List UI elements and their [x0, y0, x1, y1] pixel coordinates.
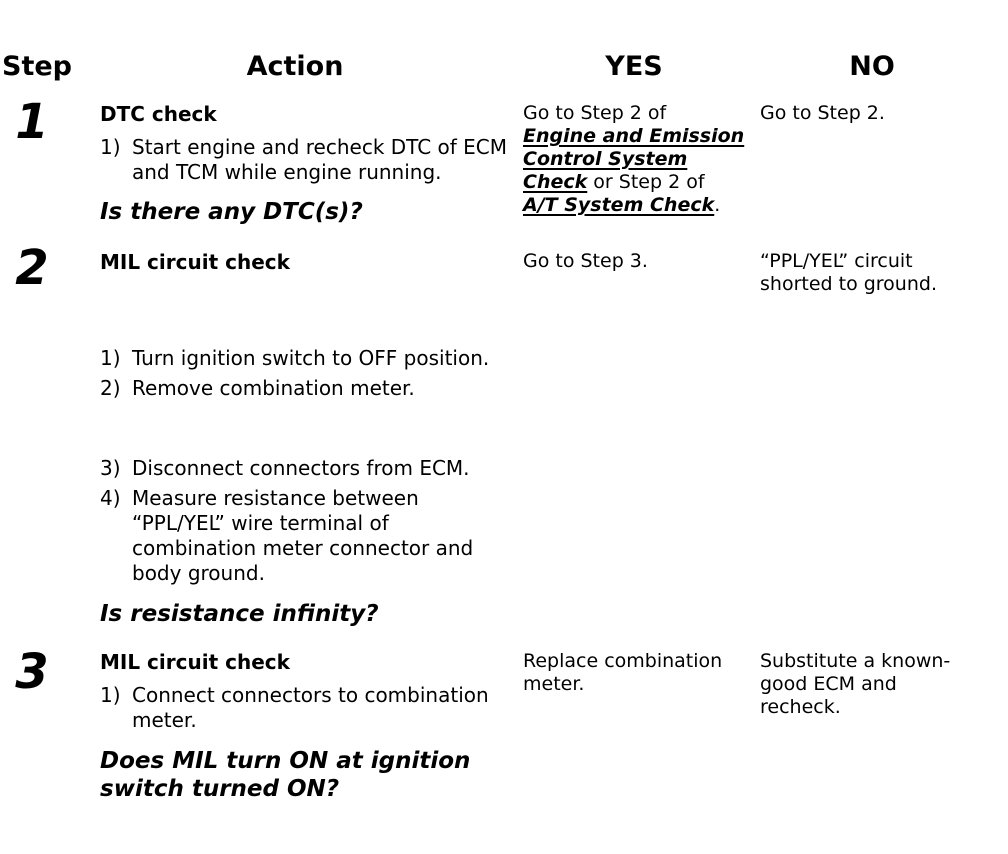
yes-cell-step3: Replace combination meter. — [523, 650, 748, 696]
list-item-line: Measure resistance between — [132, 486, 419, 510]
list-item-number: 2) — [100, 376, 121, 400]
action-title: MIL circuit check — [100, 250, 290, 274]
list-item: 1) Connect connectors to combination met… — [100, 683, 489, 733]
no-cell-step1: Go to Step 2. — [760, 102, 995, 125]
action-question: Is there any DTC(s)? — [100, 198, 363, 226]
link-at-system-check[interactable]: A/T System Check — [523, 194, 715, 216]
link-engine-and-emission-control-system-check[interactable]: Control System — [523, 148, 688, 170]
column-header-no: NO — [849, 51, 895, 82]
list-item: 4) Measure resistance between “PPL/YEL” … — [100, 486, 473, 586]
yes-text: Replace combination — [523, 650, 723, 672]
yes-cell-step2: Go to Step 3. — [523, 250, 748, 273]
list-item-line: and TCM while engine running. — [132, 160, 442, 184]
list-item-text: Start engine and recheck DTC of ECM and … — [132, 135, 507, 185]
no-cell-step3: Substitute a known- good ECM and recheck… — [760, 650, 995, 719]
question-line: Is there any DTC(s)? — [100, 199, 363, 225]
list-item-line: combination meter connector and — [132, 536, 474, 560]
link-engine-and-emission-control-system-check[interactable]: Engine and Emission — [523, 125, 745, 147]
list-item-text: Turn ignition switch to OFF position. — [132, 346, 489, 371]
yes-text: meter. — [523, 673, 585, 695]
yes-text: or Step 2 of — [587, 171, 705, 193]
list-item-number: 4) — [100, 486, 121, 510]
list-item-line: Connect connectors to combination — [132, 683, 489, 707]
list-item: 3) Disconnect connectors from ECM. — [100, 456, 473, 481]
question-line: Does MIL turn ON at ignition — [100, 748, 471, 774]
action-cell-step2: MIL circuit check 1) Turn ignition switc… — [100, 250, 505, 640]
no-text: Go to Step 2. — [760, 102, 885, 124]
list-item-number: 1) — [100, 135, 121, 159]
list-item-line: Remove combination meter. — [132, 376, 415, 400]
list-item-number: 3) — [100, 456, 121, 480]
column-header-action: Action — [246, 51, 344, 82]
action-list: 1) Connect connectors to combination met… — [100, 683, 489, 738]
action-title: MIL circuit check — [100, 650, 290, 674]
list-item-text: Disconnect connectors from ECM. — [132, 456, 470, 481]
no-text: “PPL/YEL” circuit — [760, 250, 913, 272]
no-text: shorted to ground. — [760, 273, 937, 295]
action-list: 1) Turn ignition switch to OFF position.… — [100, 346, 489, 406]
step-number-3: 3 — [15, 644, 49, 700]
yes-text: . — [714, 194, 721, 216]
column-header-step: Step — [2, 51, 72, 82]
yes-text: Go to Step 2 of — [523, 102, 667, 124]
list-item-line: body ground. — [132, 561, 265, 585]
list-item-text: Measure resistance between “PPL/YEL” wir… — [132, 486, 473, 586]
list-item-line: Start engine and recheck DTC of ECM — [132, 135, 508, 159]
list-item-text: Connect connectors to combination meter. — [132, 683, 489, 733]
list-item-number: 1) — [100, 683, 121, 707]
action-question: Does MIL turn ON at ignition switch turn… — [100, 747, 470, 803]
list-item-line: Turn ignition switch to OFF position. — [132, 346, 490, 370]
no-text: recheck. — [760, 696, 841, 718]
action-question: Is resistance infinity? — [100, 600, 379, 628]
question-line: Is resistance infinity? — [100, 601, 379, 627]
action-list: 3) Disconnect connectors from ECM. 4) Me… — [100, 456, 473, 591]
step-number-1: 1 — [15, 94, 49, 150]
list-item: 1) Turn ignition switch to OFF position. — [100, 346, 489, 371]
no-text: Substitute a known- — [760, 650, 951, 672]
action-list: 1) Start engine and recheck DTC of ECM a… — [100, 135, 507, 190]
action-cell-step1: DTC check 1) Start engine and recheck DT… — [100, 102, 507, 247]
list-item: 2) Remove combination meter. — [100, 376, 489, 401]
action-cell-step3: MIL circuit check 1) Connect connectors … — [100, 650, 505, 810]
yes-cell-step1: Go to Step 2 of Engine and Emission Cont… — [523, 102, 748, 217]
question-line: switch turned ON? — [100, 776, 340, 802]
yes-text: Go to Step 3. — [523, 250, 648, 272]
no-text: good ECM and — [760, 673, 897, 695]
list-item-number: 1) — [100, 346, 121, 370]
column-header-yes: YES — [605, 51, 663, 82]
list-item-line: Disconnect connectors from ECM. — [132, 456, 470, 480]
action-title: DTC check — [100, 102, 217, 126]
list-item-line: “PPL/YEL” wire terminal of — [132, 511, 389, 535]
list-item: 1) Start engine and recheck DTC of ECM a… — [100, 135, 507, 185]
no-cell-step2: “PPL/YEL” circuit shorted to ground. — [760, 250, 995, 296]
list-item-text: Remove combination meter. — [132, 376, 415, 401]
link-engine-and-emission-control-system-check[interactable]: Check — [523, 171, 588, 193]
list-item-line: meter. — [132, 708, 197, 732]
step-number-2: 2 — [15, 240, 49, 296]
